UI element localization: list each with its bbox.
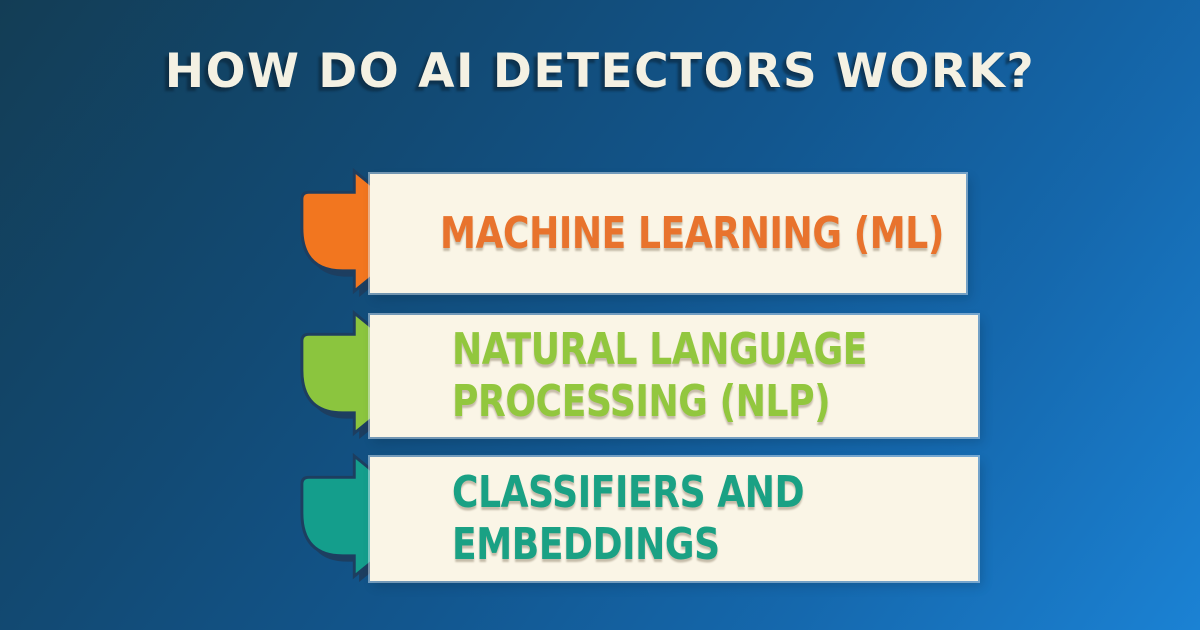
arrow-shape bbox=[300, 309, 431, 437]
step-row-classifiers-embeddings: CLASSIFIERS AND EMBEDDINGS bbox=[290, 452, 978, 586]
arrow-right-icon bbox=[300, 309, 433, 440]
step-label-line: NATURAL LANGUAGE bbox=[452, 324, 868, 375]
step-label-line: MACHINE LEARNING (ML) bbox=[440, 207, 944, 259]
step-label-line: CLASSIFIERS AND bbox=[452, 467, 805, 518]
step-card-classifiers-embeddings: CLASSIFIERS AND EMBEDDINGS bbox=[370, 457, 978, 581]
step-row-natural-language-processing: NATURAL LANGUAGE PROCESSING (NLP) bbox=[290, 309, 978, 442]
step-card-machine-learning: MACHINE LEARNING (ML) bbox=[370, 174, 966, 293]
arrow-right-icon bbox=[300, 452, 433, 583]
arrow-right-icon bbox=[300, 167, 433, 298]
arrow-shape bbox=[300, 167, 431, 295]
step-card-natural-language-processing: NATURAL LANGUAGE PROCESSING (NLP) bbox=[370, 315, 978, 437]
step-label-line: EMBEDDINGS bbox=[452, 519, 720, 570]
arrow-shape bbox=[300, 452, 431, 580]
page-title: HOW DO AI DETECTORS WORK? bbox=[164, 44, 1036, 99]
step-label-line: PROCESSING (NLP) bbox=[452, 376, 831, 427]
step-row-machine-learning: MACHINE LEARNING (ML) bbox=[290, 167, 966, 300]
